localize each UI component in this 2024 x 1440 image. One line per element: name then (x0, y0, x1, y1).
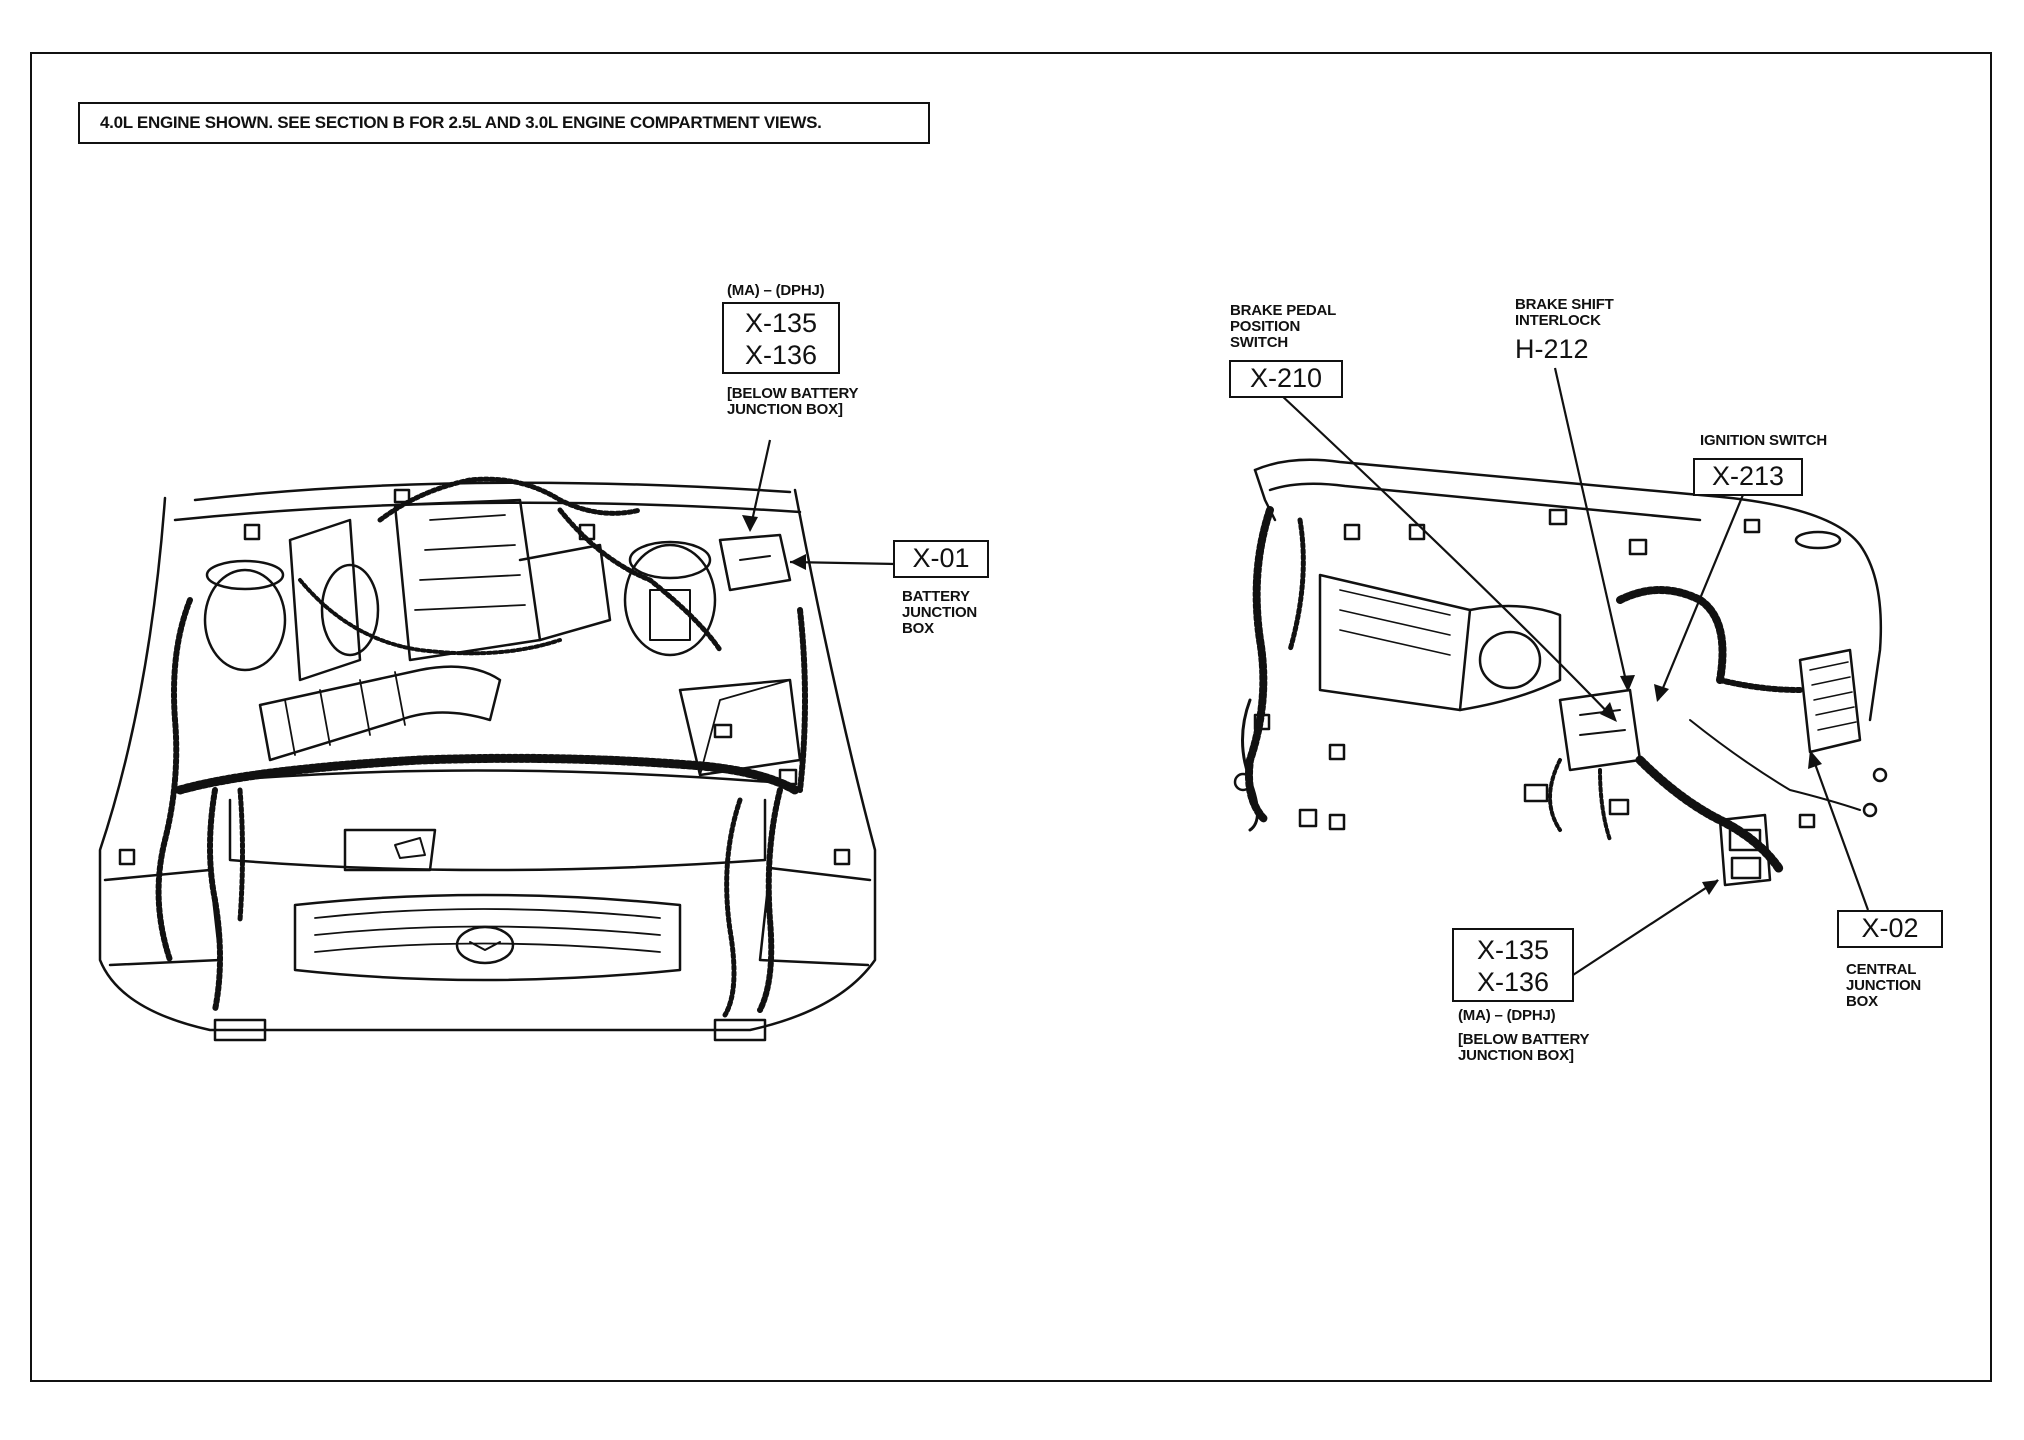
dash-x135-top-code: (MA) – (DPHJ) (1458, 1007, 1556, 1024)
dash-x135-code: X-135 (1476, 935, 1550, 965)
x01-code: X-01 (912, 543, 970, 573)
engine-x135-code: X-135 (744, 308, 818, 338)
engine-x135-note: [BELOW BATTERY JUNCTION BOX] (727, 385, 859, 418)
leader-lines (748, 367, 1870, 976)
dash-x135-x136-box[interactable]: X-135 X-136 (1452, 928, 1574, 1002)
x210-code: X-210 (1249, 363, 1323, 393)
engine-x136-code: X-136 (744, 340, 818, 370)
arrowheads (742, 515, 1822, 895)
dash-x136-code: X-136 (1476, 967, 1550, 997)
battery-junction-box-label: BATTERY JUNCTION BOX (902, 588, 978, 637)
x02-code: X-02 (1861, 913, 1919, 943)
ignition-switch-label: IGNITION SWITCH (1700, 432, 1827, 449)
brake-pedal-position-switch-label: BRAKE PEDAL POSITION SWITCH (1230, 302, 1337, 351)
diagram-sheet (30, 52, 1992, 1382)
x213-code: X-213 (1711, 461, 1785, 491)
x02-box[interactable]: X-02 (1837, 910, 1943, 948)
x213-box[interactable]: X-213 (1693, 458, 1803, 496)
dash-x135-note: [BELOW BATTERY JUNCTION BOX] (1458, 1031, 1590, 1064)
x01-box[interactable]: X-01 (893, 540, 989, 578)
engine-x135-top-code: (MA) – (DPHJ) (727, 282, 825, 299)
engine-x135-x136-box[interactable]: X-135 X-136 (722, 302, 840, 374)
x210-box[interactable]: X-210 (1229, 360, 1343, 398)
h212-code[interactable]: H-212 (1515, 334, 1589, 364)
engine-note: 4.0L ENGINE SHOWN. SEE SECTION B FOR 2.5… (78, 102, 930, 144)
central-junction-box-label: CENTRAL JUNCTION BOX (1846, 961, 1922, 1010)
brake-shift-interlock-label: BRAKE SHIFT INTERLOCK (1515, 296, 1614, 329)
instrument-panel-illustration (1233, 458, 1888, 887)
